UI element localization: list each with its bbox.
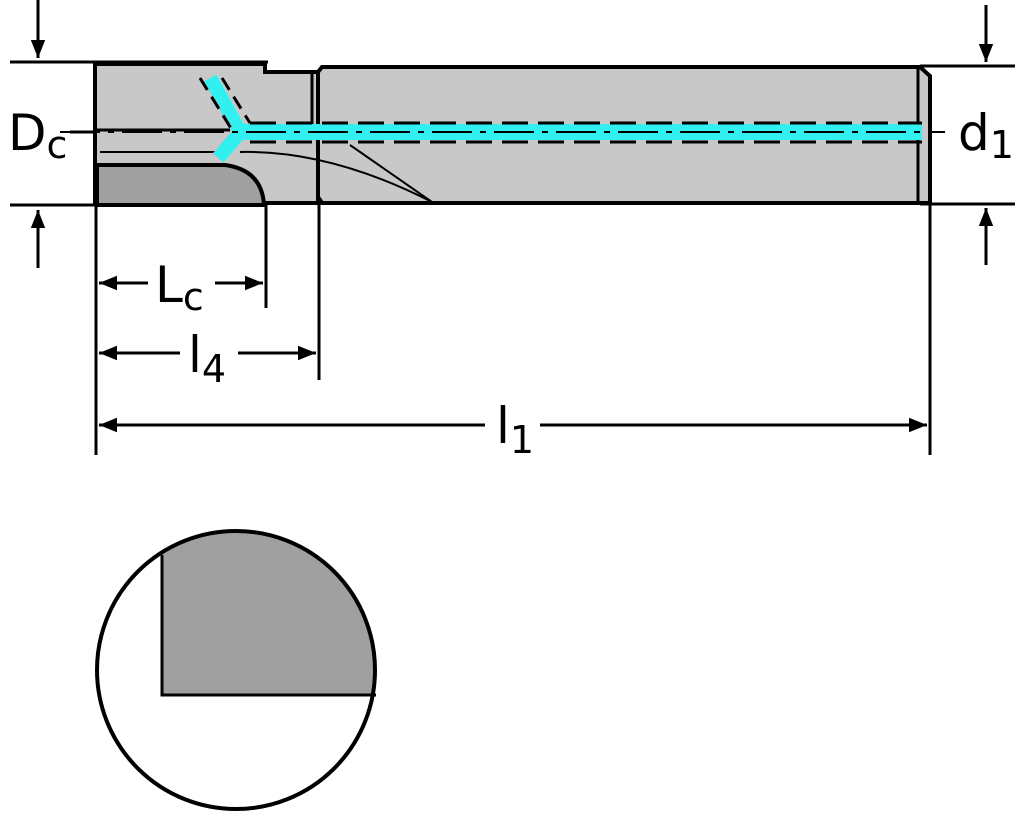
d1-label: d1 <box>958 104 1014 167</box>
coolant-channel <box>60 74 945 163</box>
dc-label: Dc <box>8 104 67 167</box>
l4-label: l4 <box>188 326 226 391</box>
insert <box>95 163 267 207</box>
l1-label: l1 <box>496 397 534 462</box>
dimension-arrows <box>30 0 994 433</box>
end-view <box>95 529 377 811</box>
lc-label: Lc <box>155 256 204 319</box>
